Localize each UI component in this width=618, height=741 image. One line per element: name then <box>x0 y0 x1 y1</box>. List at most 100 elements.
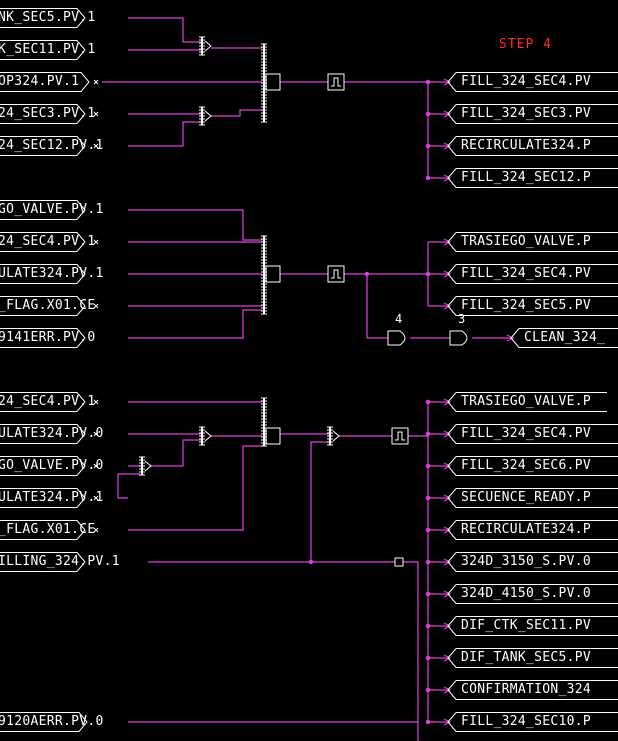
arrow-head <box>443 78 452 86</box>
input-tag-outline <box>0 488 86 508</box>
pulse-block-2 <box>327 265 345 283</box>
output-tag-label: DIF_CTK_SEC11.PV <box>461 618 592 633</box>
gate-number-4: 4 <box>395 312 403 326</box>
connector-mark <box>93 143 99 149</box>
output-tag-outline <box>447 392 607 412</box>
or-block-3 <box>139 456 145 476</box>
input-tag-outline <box>0 200 86 220</box>
output-tag-16[interactable]: DIF_TANK_SEC5.PV <box>447 648 618 668</box>
output-tag-outline <box>447 488 618 508</box>
output-tag-label: CONFIRMATION_324 <box>461 682 592 697</box>
output-tag-10[interactable]: FILL_324_SEC6.PV <box>447 456 618 476</box>
or-block-5 <box>327 426 333 446</box>
wire <box>366 274 388 339</box>
input-tag-5[interactable]: GO_VALVE.PV.1 <box>0 200 103 220</box>
input-tag-outline <box>0 296 86 316</box>
input-tag-10[interactable]: 24_SEC4.PV.1 <box>0 392 95 412</box>
or-block-1 <box>199 36 205 56</box>
output-tag-17[interactable]: CONFIRMATION_324 <box>447 680 618 700</box>
junction-dot <box>425 623 431 629</box>
input-tag-6[interactable]: 24_SEC4.PV.1 <box>0 232 95 252</box>
input-tag-outline <box>0 8 86 28</box>
output-tag-13[interactable]: 324D_3150_S.PV.0 <box>447 552 618 572</box>
input-tag-15[interactable]: ILLING_324.PV.1 <box>0 552 120 572</box>
input-tag-0[interactable]: NK_SEC5.PV.1 <box>0 8 95 28</box>
output-tag-7[interactable]: CLEAN_324_ <box>510 328 618 348</box>
arrow-head <box>443 302 452 310</box>
junction-dot <box>425 687 431 693</box>
output-tag-label: FILL_324_SEC5.PV <box>461 298 592 313</box>
input-tag-label: _FLAG.X01.CE <box>0 522 96 537</box>
input-tag-label: 24_SEC4.PV.1 <box>0 394 96 409</box>
input-tag-7[interactable]: ULATE324.PV.1 <box>0 264 103 284</box>
junction-dot <box>425 463 431 469</box>
arrow-head <box>443 494 452 502</box>
input-tag-8[interactable]: _FLAG.X01.CE <box>0 296 95 316</box>
output-tag-5[interactable]: FILL_324_SEC4.PV <box>447 264 618 284</box>
gate-box-3 <box>265 427 281 445</box>
input-tag-4[interactable]: 24_SEC12.PV.1 <box>0 136 103 156</box>
input-tag-label: _FLAG.X01.CE <box>0 298 96 313</box>
output-tag-outline <box>447 136 618 156</box>
output-tag-18[interactable]: FILL_324_SEC10.P <box>447 712 618 732</box>
output-tag-label: FILL_324_SEC12.P <box>461 170 592 185</box>
input-tag-outline <box>0 136 86 156</box>
arrow-head <box>443 110 452 118</box>
and-gate-4 <box>387 330 406 346</box>
input-tag-outline <box>0 328 86 348</box>
wire <box>403 561 419 741</box>
input-tag-3[interactable]: 24_SEC3.PV.1 <box>0 104 95 124</box>
input-tag-outline <box>0 392 86 412</box>
junction-dot <box>425 655 431 661</box>
input-tag-13[interactable]: ULATE324.PV.1 <box>0 488 103 508</box>
arrow-head <box>443 238 452 246</box>
output-tag-0[interactable]: FILL_324_SEC4.PV <box>447 72 618 92</box>
connector-mark <box>93 239 99 245</box>
connector-mark <box>93 303 99 309</box>
output-tag-8[interactable]: TRASIEGO_VALVE.P <box>447 392 607 412</box>
pulse-block-3 <box>391 427 409 445</box>
output-tag-12[interactable]: RECIRCULATE324.P <box>447 520 618 540</box>
output-tag-3[interactable]: FILL_324_SEC12.P <box>447 168 618 188</box>
junction-dot <box>425 175 431 181</box>
output-tag-4[interactable]: TRASIEGO_VALVE.P <box>447 232 618 252</box>
or-block-4 <box>199 426 205 446</box>
output-tag-1[interactable]: FILL_324_SEC3.PV <box>447 104 618 124</box>
input-tag-1[interactable]: K_SEC11.PV.1 <box>0 40 95 60</box>
input-tag-label: ULATE324.PV.1 <box>0 490 104 505</box>
output-tag-11[interactable]: SECUENCE_READY.P <box>447 488 618 508</box>
output-tag-label: FILL_324_SEC4.PV <box>461 426 592 441</box>
output-tag-2[interactable]: RECIRCULATE324.P <box>447 136 618 156</box>
arrow-head <box>443 174 452 182</box>
input-tag-16[interactable]: 9120AERR.PV.0 <box>0 712 103 732</box>
connector-mark <box>93 527 99 533</box>
input-tag-2[interactable]: OP324.PV.1 <box>0 72 90 92</box>
output-tag-9[interactable]: FILL_324_SEC4.PV <box>447 424 618 444</box>
arrow-head <box>443 270 452 278</box>
arrow-head <box>443 558 452 566</box>
output-tag-outline <box>510 328 618 348</box>
output-tag-15[interactable]: DIF_CTK_SEC11.PV <box>447 616 618 636</box>
output-tag-label: FILL_324_SEC6.PV <box>461 458 592 473</box>
output-tag-14[interactable]: 324D_4150_S.PV.0 <box>447 584 618 604</box>
wire <box>128 309 262 339</box>
input-tag-14[interactable]: _FLAG.X01.CE <box>0 520 95 540</box>
input-tag-9[interactable]: 9141ERR.PV.0 <box>0 328 95 348</box>
output-tag-label: FILL_324_SEC3.PV <box>461 106 592 121</box>
input-tag-12[interactable]: GO_VALVE.PV.0 <box>0 456 103 476</box>
input-tag-label: 24_SEC4.PV.1 <box>0 234 96 249</box>
connector-mark <box>93 463 99 469</box>
output-tag-outline <box>447 616 618 636</box>
input-tag-label: ULATE324.PV.1 <box>0 266 104 281</box>
input-tag-11[interactable]: ULATE324.PV.0 <box>0 424 103 444</box>
junction-dot <box>425 431 431 437</box>
output-tag-outline <box>447 104 618 124</box>
gate-box-2 <box>265 265 281 283</box>
junction-dot <box>425 111 431 117</box>
arrow-head <box>443 622 452 630</box>
output-tag-label: FILL_324_SEC10.P <box>461 714 592 729</box>
input-tag-label: ILLING_324.PV.1 <box>0 554 120 569</box>
output-tag-6[interactable]: FILL_324_SEC5.PV <box>447 296 618 316</box>
input-tag-label: 9120AERR.PV.0 <box>0 714 104 729</box>
output-tag-label: SECUENCE_READY.P <box>461 490 592 505</box>
